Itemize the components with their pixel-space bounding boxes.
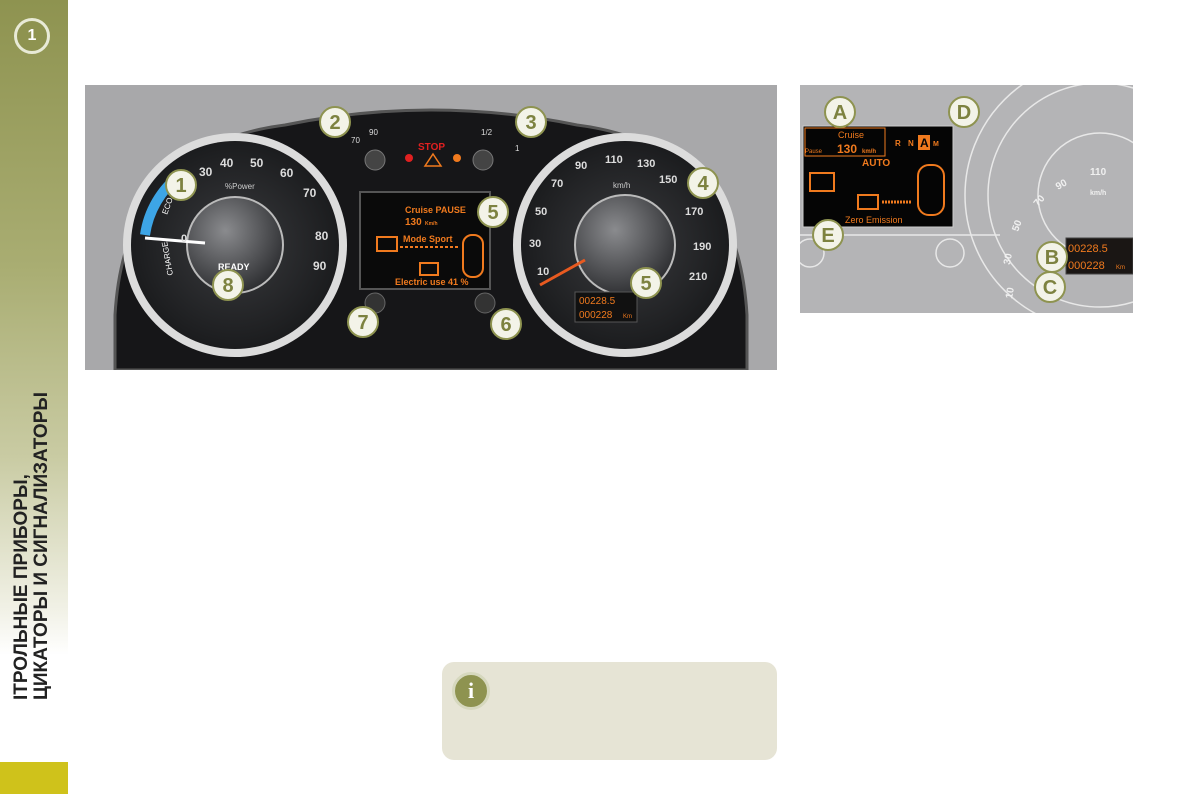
display-cruise: Cruise PAUSE [405,205,466,215]
callout-label: B [1045,247,1059,269]
info-note-box: i [442,662,777,760]
power-tick: 0 [181,233,187,245]
callout-badge [319,106,351,138]
speed-tick: 10 [1004,286,1017,299]
engine-icon [809,172,835,192]
callout-label: 3 [525,112,536,134]
display-auto: AUTO [862,158,890,169]
speed-tick: 50 [1010,218,1024,233]
callout-badge [948,96,980,128]
power-tick: 30 [199,165,213,179]
callout-badge [1034,271,1066,303]
stop-warning: STOP [418,142,445,153]
callout-badge [490,308,522,340]
temp-tick: 90 [369,128,378,137]
display-speed-unit: km/h [862,149,876,155]
ready-label: READY [218,262,250,272]
callout-badge [687,167,719,199]
callout-label: 1 [175,175,186,197]
display-cruise-unit: Km/h [425,221,438,227]
speed-tick: 110 [605,154,623,166]
callout-label: C [1043,277,1057,299]
speed-tick: 130 [637,158,655,170]
speed-tick: 110 [1090,167,1107,178]
speed-tick: 170 [685,206,703,218]
trip-odometer: 00228.5 [1068,243,1108,255]
speed-tick: 30 [1002,252,1015,265]
callout-label: 2 [329,112,340,134]
callout-badge [212,269,244,301]
callout-label: D [957,102,971,124]
callout-badge [347,306,379,338]
speed-tick: 90 [1054,177,1070,192]
callout-label: 6 [500,314,511,336]
total-odometer: 000228 [579,310,613,321]
speed-unit: km/h [1090,190,1106,197]
battery-icon [857,194,879,210]
gear-r: R [895,139,901,148]
speed-tick: 190 [693,241,711,253]
fuel-tick: 1 [515,144,520,153]
speed-tick: 70 [551,178,563,190]
warning-triangle-icon [423,152,443,167]
speed-tick: 70 [1032,193,1048,209]
callout-label: 4 [697,173,709,195]
callout-badge [477,196,509,228]
power-tick: 50 [250,156,264,170]
speed-tick: 150 [659,174,677,186]
chapter-badge: 1 [14,18,50,54]
chapter-sidebar: 1 ІТРОЛЬНЫЕ ПРИБОРЫ, ЦИКАТОРЫ И СИГНАЛИЗ… [0,0,68,762]
speed-unit: km/h [613,181,630,190]
power-unit: %Power [225,182,255,191]
odometer-unit: Km [1116,265,1125,271]
battery-icon [419,262,439,276]
total-odometer: 000228 [1068,260,1105,272]
chapter-title: ІТРОЛЬНЫЕ ПРИБОРЫ, ЦИКАТОРЫ И СИГНАЛИЗАТ… [11,392,52,700]
speed-tick: 50 [535,206,547,218]
callout-label: 5 [640,273,651,295]
info-icon: i [452,672,490,710]
fuel-tick: 1/2 [481,128,493,137]
callout-label: A [833,102,847,124]
odometer-unit: Km [623,314,632,320]
power-tick: 40 [220,156,234,170]
display-electric-use: Electric use 41 % [395,277,469,287]
speed-tick: 10 [537,266,549,278]
display-pause: Pause [805,149,823,155]
callout-badge [165,169,197,201]
car-icon [462,234,484,278]
callout-label: 8 [222,275,233,297]
gear-m: M [933,141,939,148]
power-tick: 60 [280,166,294,180]
power-tick: 90 [313,259,327,273]
callout-label: 5 [487,202,498,224]
page-marker [0,762,68,794]
display-mode: Mode Sport [403,234,453,244]
display-speed: 130 [837,142,857,156]
callout-badge [812,219,844,251]
callout-badge [515,106,547,138]
trip-odometer: 00228.5 [579,296,616,307]
display-detail-figure: 10 30 50 70 90 110 km/h Cruise Pause 130… [800,85,1133,313]
power-tick: 80 [315,229,329,243]
display-zero-emission: Zero Emission [845,215,903,225]
callout-badge [630,267,662,299]
callout-badge [824,96,856,128]
callout-label: 7 [357,312,368,334]
display-cruise-speed: 130 [405,217,422,228]
engine-icon [376,236,398,252]
instrument-cluster-figure: 30 40 50 60 70 80 90 0 %Power ECO CHARGE… [85,85,777,370]
speed-tick: 210 [689,271,707,283]
callout-label: E [821,225,834,247]
gear-a-active: A [920,136,929,150]
speed-tick: 90 [575,160,587,172]
display-cruise: Cruise [838,130,864,140]
temp-tick: 70 [351,136,360,145]
car-icon [917,164,945,216]
gear-n: N [908,139,914,148]
speed-tick: 30 [529,238,541,250]
power-tick: 70 [303,186,317,200]
